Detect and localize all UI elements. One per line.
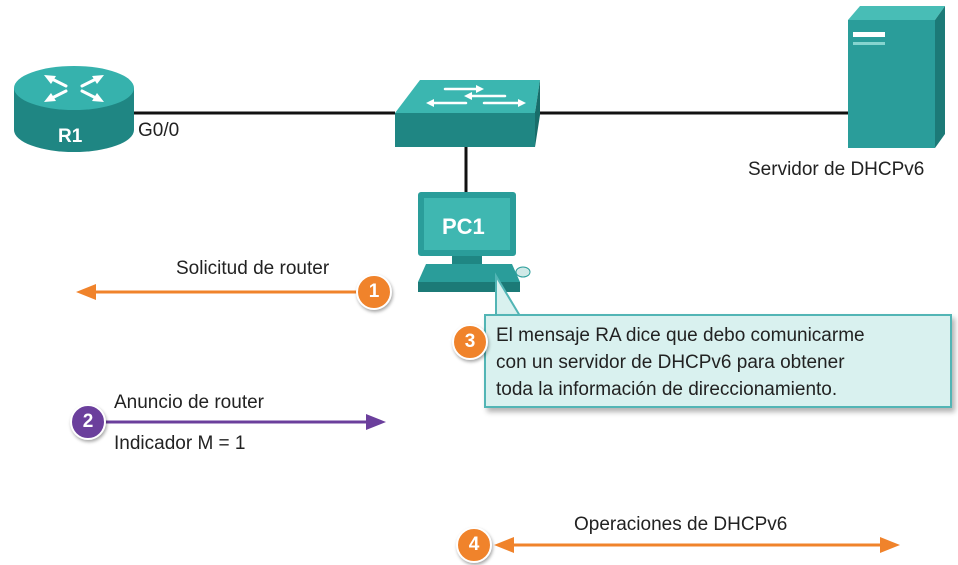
switch-icon bbox=[395, 80, 540, 147]
m-flag-label: Indicador M = 1 bbox=[114, 433, 246, 454]
arrow-router-advertisement bbox=[100, 414, 386, 430]
callout-line-2: con un servidor de DHCPv6 para obtener bbox=[496, 352, 845, 373]
router-icon bbox=[14, 66, 134, 152]
step-badge-1: 1 bbox=[356, 274, 392, 310]
server-icon bbox=[848, 6, 945, 148]
pc-thought-callout: El mensaje RA dice que debo comunicarme … bbox=[484, 314, 952, 408]
arrow-dhcpv6-operations bbox=[494, 537, 900, 553]
arrow-router-solicitation bbox=[76, 284, 358, 300]
dhcpv6-operations-label: Operaciones de DHCPv6 bbox=[574, 514, 788, 535]
pc-label: PC1 bbox=[442, 214, 485, 239]
step-badge-4: 4 bbox=[456, 527, 492, 563]
step-badge-3: 3 bbox=[452, 324, 488, 360]
callout-line-1: El mensaje RA dice que debo comunicarme bbox=[496, 325, 865, 346]
router-interface-label: G0/0 bbox=[138, 120, 180, 141]
server-caption: Servidor de DHCPv6 bbox=[748, 159, 925, 180]
router-label: R1 bbox=[58, 126, 83, 147]
callout-line-3: toda la información de direccionamiento. bbox=[496, 379, 838, 400]
router-solicitation-label: Solicitud de router bbox=[176, 258, 330, 279]
callout-text: El mensaje RA dice que debo comunicarme … bbox=[496, 322, 865, 403]
router-advertisement-label: Anuncio de router bbox=[114, 392, 264, 413]
pc-icon bbox=[418, 192, 531, 292]
step-badge-2: 2 bbox=[70, 404, 106, 440]
